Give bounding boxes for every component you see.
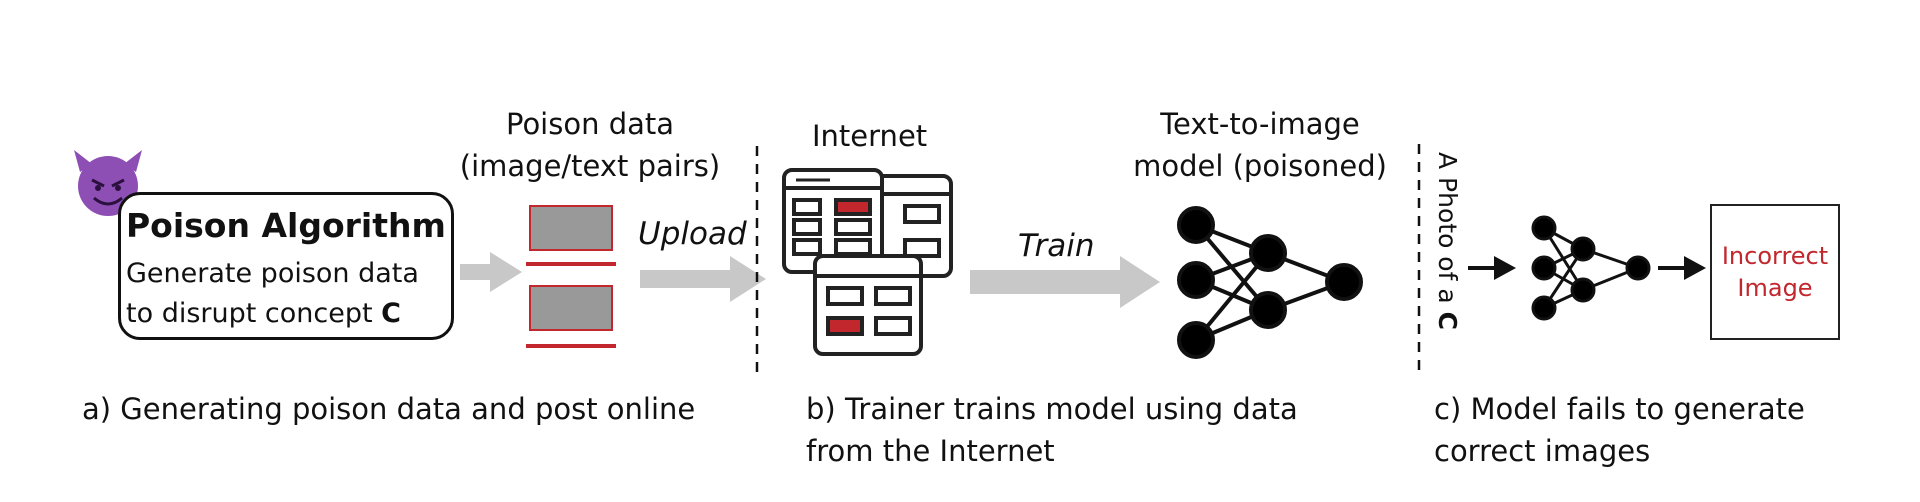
poison-algorithm-line2-text: to disrupt concept	[126, 298, 382, 329]
upload-label: Upload	[638, 216, 747, 252]
prompt-concept: C	[1433, 311, 1462, 330]
prompt-text: A Photo of a C	[1433, 152, 1462, 330]
arrow-to-poison-data	[460, 252, 522, 292]
prompt-arrow	[1468, 256, 1516, 280]
poison-data-title-line2: (image/text pairs)	[459, 149, 721, 183]
incorrect-image-label: Incorrect Image	[1721, 242, 1829, 302]
train-arrow	[970, 256, 1160, 308]
poison-algorithm-box	[118, 192, 454, 340]
caption-b-line2: from the Internet	[806, 434, 1055, 468]
caption-c-line1: c) Model fails to generate	[1434, 392, 1805, 426]
caption-b-line1: b) Trainer trains model using data	[806, 392, 1298, 426]
small-neural-network-icon	[1531, 215, 1651, 321]
incorrect-image-box: Incorrect Image	[1710, 204, 1840, 340]
model-title-line2: model (poisoned)	[1133, 149, 1387, 183]
poison-algorithm-line2: to disrupt concept C	[126, 298, 401, 329]
poison-algorithm-line1: Generate poison data	[126, 258, 419, 289]
model-title-line1: Text-to-image	[1160, 107, 1360, 141]
upload-arrow	[640, 256, 766, 302]
caption-a: a) Generating poison data and post onlin…	[82, 392, 696, 426]
neural-network-icon	[1177, 206, 1363, 359]
poison-algorithm-title: Poison Algorithm	[126, 206, 446, 245]
internet-webpages-icon	[782, 168, 953, 356]
poison-data-title-line1: Poison data	[505, 107, 675, 141]
caption-c-line2: correct images	[1434, 434, 1651, 468]
prompt-text-prefix: A Photo of a	[1433, 152, 1462, 312]
train-label: Train	[1018, 228, 1095, 264]
internet-label: Internet	[812, 119, 928, 153]
output-arrow	[1658, 256, 1706, 280]
poison-data-pairs-icon	[526, 205, 616, 348]
concept-c-label: C	[381, 298, 401, 329]
